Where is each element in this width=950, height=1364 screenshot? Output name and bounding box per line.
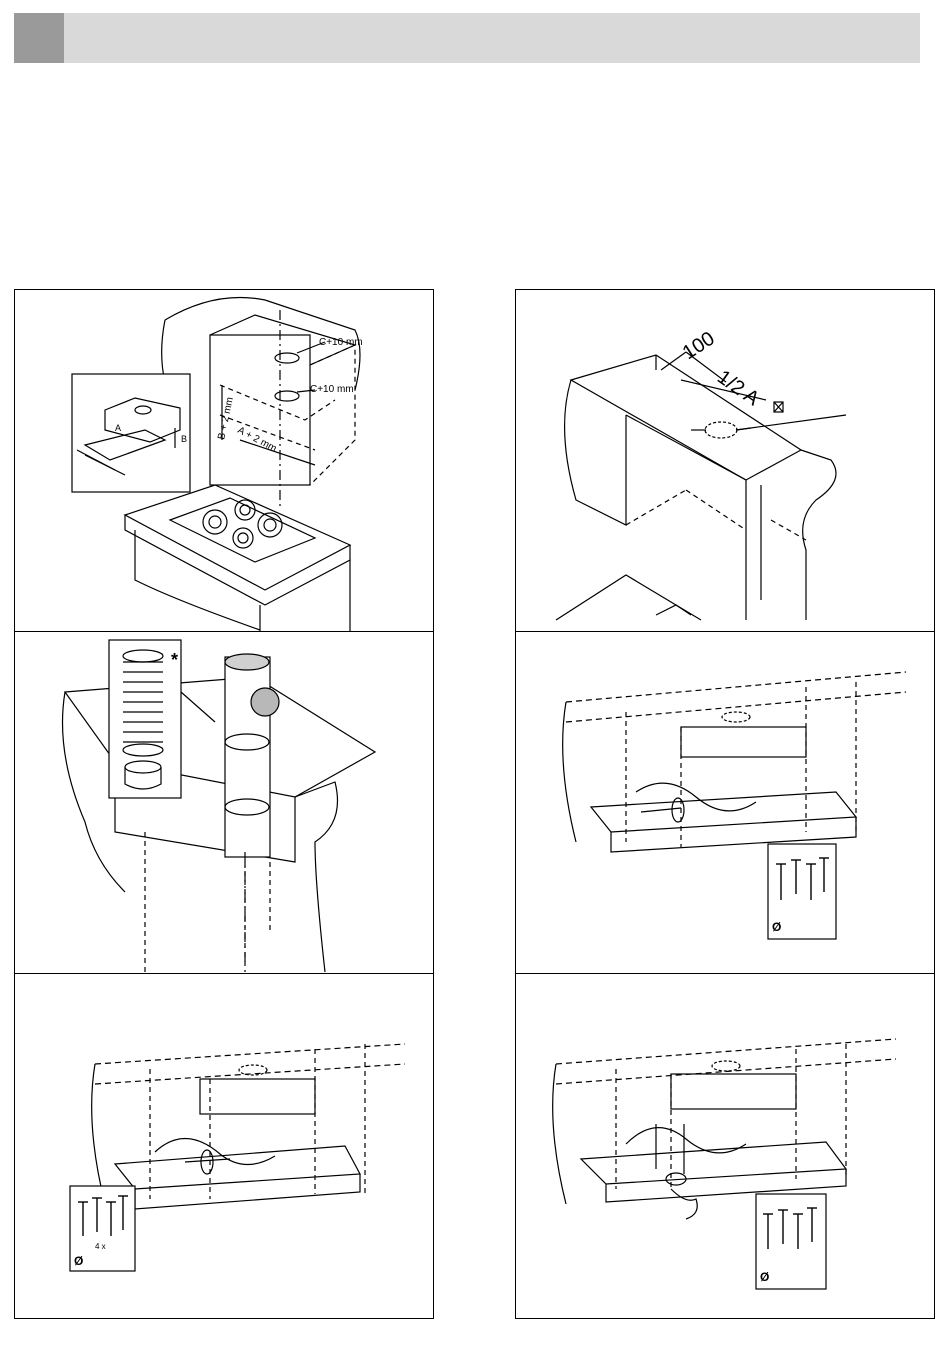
hole-position-illustration xyxy=(516,290,934,632)
duct-illustration xyxy=(15,632,433,974)
header-bar xyxy=(14,13,920,63)
header-tab xyxy=(14,13,64,63)
panel-screw-bottom: Ø xyxy=(515,973,935,1319)
panel-duct-assembly: * xyxy=(14,631,434,975)
panel-cabinet-dimensions: C+10 mm C+10 mm B + 2 mm A + 2 mm A B xyxy=(14,289,434,633)
panel-screw-side: 4 x Ø xyxy=(14,973,434,1319)
screw-front-illustration xyxy=(516,632,934,974)
panel-screw-front: Ø xyxy=(515,631,935,975)
screw-bottom-illustration xyxy=(516,974,934,1318)
screw-side-illustration xyxy=(15,974,433,1318)
cabinet-illustration xyxy=(15,290,433,632)
panel-hole-position: 100 1/2 A xyxy=(515,289,935,633)
